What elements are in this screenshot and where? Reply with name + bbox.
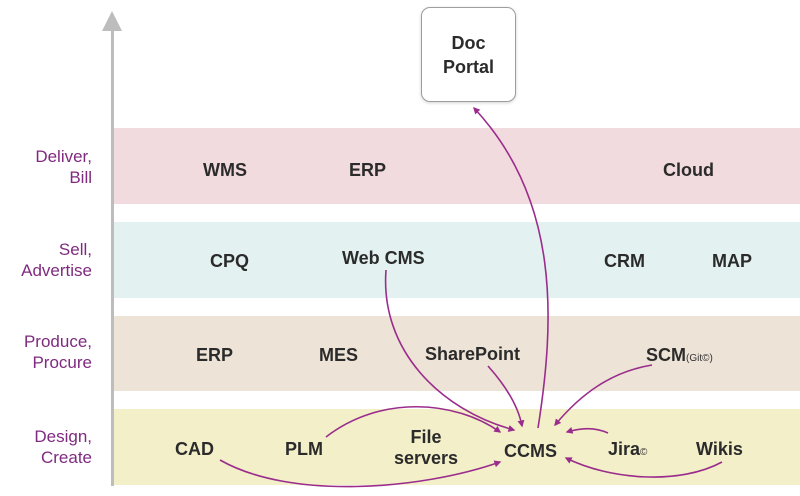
system-crm: CRM (604, 251, 645, 271)
row-label-sell: Sell,Advertise (21, 240, 92, 280)
system-wms: WMS (203, 160, 247, 180)
system-wikis: Wikis (696, 439, 743, 459)
system-cad: CAD (175, 439, 214, 459)
doc-portal-line-2: Portal (442, 56, 494, 77)
system-map: MAP (712, 251, 752, 271)
axis-arrow-up-icon (102, 11, 122, 31)
system-ccms: CCMS (504, 441, 557, 461)
arrow-wikis-to-ccms (564, 457, 723, 478)
band-produce-procure (113, 316, 800, 391)
row-label-produce: Produce,Procure (23, 332, 92, 372)
row-label-deliver: Deliver,Bill (35, 147, 92, 187)
system-erp-produce: ERP (196, 345, 234, 365)
system-jira-label: Jira (608, 439, 641, 459)
band-sell-advertise (113, 222, 800, 298)
arrow-web-cms-to-ccms (384, 269, 516, 432)
system-mes: MES (319, 345, 359, 365)
arrow-ccms-to-doc-portal (473, 106, 549, 429)
system-sharepoint: SharePoint (425, 344, 521, 364)
row-label-design: Design,Create (34, 427, 92, 467)
system-cpq: CPQ (210, 251, 250, 271)
arrow-jira-to-ccms (565, 427, 609, 434)
arrow-scm-to-ccms (554, 364, 653, 427)
doc-portal-box: Doc Portal (421, 7, 516, 102)
system-jira: Jira© (608, 438, 647, 464)
doc-portal-line-1: Doc (451, 32, 486, 53)
system-cloud: Cloud (663, 160, 714, 180)
arrow-cad-to-ccms (219, 459, 502, 488)
band-design-create (113, 409, 800, 485)
system-scm-note: (Git©) (686, 353, 713, 364)
arrow-plm-to-ccms (325, 406, 502, 438)
system-plm: PLM (285, 439, 323, 459)
system-erp-deliver: ERP (349, 160, 387, 180)
arrow-sharepoint-to-ccms (487, 365, 525, 428)
system-scm-label: SCM (646, 345, 686, 365)
vertical-axis-line (111, 28, 114, 486)
system-jira-mark: © (640, 447, 648, 458)
band-deliver-bill (113, 128, 800, 204)
system-scm: SCM(Git©) (646, 344, 713, 370)
system-web-cms: Web CMS (342, 248, 425, 268)
